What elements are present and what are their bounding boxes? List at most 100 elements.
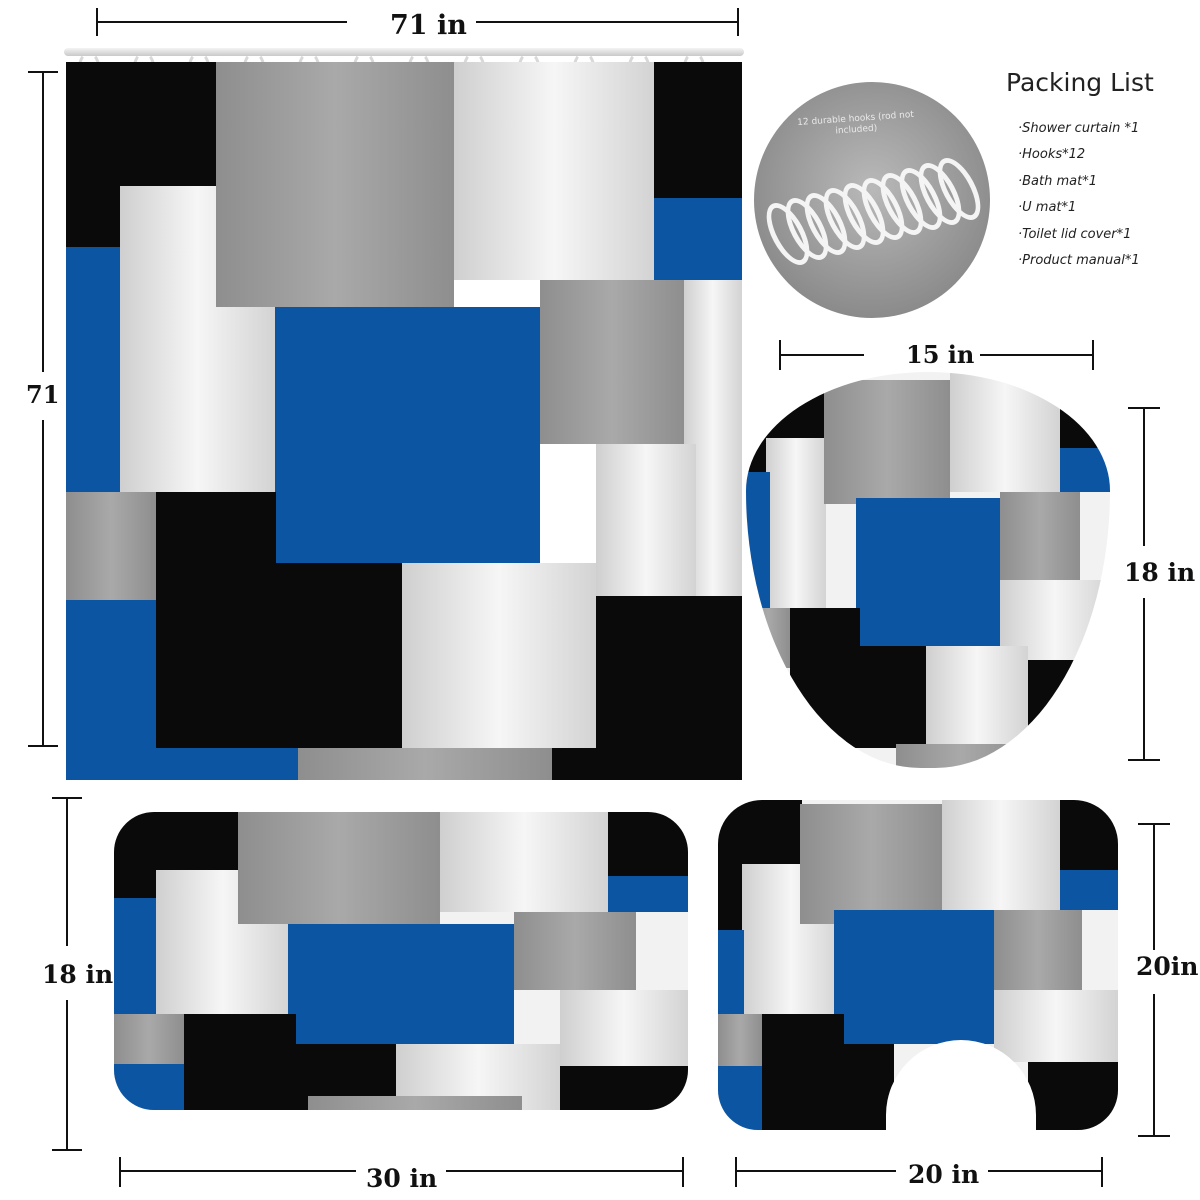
curtain-block-white [454,62,654,280]
bath-mat [114,812,688,1110]
umat-block-blue [834,910,994,1044]
packing-item: ·Hooks*12 [1018,147,1086,163]
bath-block-black [184,1014,296,1110]
lid-block-gray [1000,492,1080,580]
lid-block-white [926,646,1028,756]
packing-item: ·U mat*1 [1018,200,1077,216]
curtain-block-blue [654,198,742,280]
bath-block-black [608,812,688,876]
umat-block-blue [1060,870,1118,910]
umat-width-tick-right [1101,1157,1103,1187]
umat-block-white [942,800,1060,910]
lid-block-blue [746,472,770,608]
lid-block-black [846,646,926,748]
lid-height-line-bottom [1143,598,1145,760]
bath-height-tick-bottom [52,1149,82,1151]
lid-block-white [950,372,1060,492]
lid-width-tick-right [1092,340,1094,370]
bath-height-line-bottom [66,1000,68,1150]
lid-width-tick-left [779,340,781,370]
packing-item: ·Shower curtain *1 [1018,121,1140,136]
curtain-block-blue [66,247,122,492]
curtain-height-tick-top [28,71,58,73]
umat-height-line-top [1153,824,1155,950]
bath-width-line-right [446,1170,682,1172]
lid-block-gray [746,608,790,668]
bath-width-line-left [120,1170,356,1172]
lid-height-label: 18 in [1124,558,1196,587]
bath-block-gray [238,812,440,924]
lid-block-blue [1060,448,1110,492]
curtain-width-line-left [97,21,347,23]
curtain-rod [64,48,744,56]
umat-height-tick-top [1138,823,1170,825]
curtain-block-black [156,492,276,748]
umat-block-blue [718,1066,762,1130]
umat-block-gray [994,910,1082,990]
curtain-height-tick-bottom [28,745,58,747]
bath-height-tick-top [52,797,82,799]
umat-block-black [762,1014,844,1130]
umat-height-tick-bottom [1138,1135,1170,1137]
lid-block-gray [824,380,950,504]
umat-width-line-right [988,1170,1102,1172]
shower-curtain [66,62,742,780]
bath-height-label: 18 in [42,960,114,989]
curtain-block-white [596,444,696,596]
lid-height-tick-top [1128,407,1160,409]
curtain-width-tick-left [96,8,98,36]
bath-block-black [560,1066,688,1110]
umat-width-label: 20 in [908,1160,980,1189]
hooks-caption: 12 durable hooks (rod not included) [796,109,915,137]
curtain-block-gray [540,280,684,444]
curtain-block-white [402,563,596,748]
curtain-block-black [654,62,742,198]
curtain-width-label: 71 in [390,10,467,41]
bath-block-blue [608,876,688,912]
curtain-height-line-bottom [42,420,44,746]
lid-height-tick-bottom [1128,759,1160,761]
u-shaped-mat [718,800,1118,1130]
umat-width-tick-left [735,1157,737,1187]
bath-width-label: 30 in [366,1164,438,1193]
lid-width-label: 15 in [906,340,975,369]
curtain-block-blue [66,600,156,780]
bath-block-blue [288,924,514,1044]
umat-width-line-left [736,1170,896,1172]
bath-width-tick-left [119,1157,121,1187]
curtain-width-tick-right [737,8,739,36]
curtain-block-black [274,563,402,748]
umat-block-black [1028,1062,1118,1130]
curtain-block-blue [156,748,298,780]
umat-block-blue [718,930,744,1014]
bath-block-gray [308,1096,522,1110]
packing-item: ·Bath mat*1 [1018,173,1097,189]
curtain-block-gray [216,62,454,307]
toilet-lid-cover [746,372,1110,768]
lid-block-white [766,438,826,608]
bath-block-blue [114,1064,184,1110]
hooks-photo: 12 durable hooks (rod not included) [754,82,990,318]
umat-block-black [834,1044,894,1130]
lid-block-black [1060,372,1110,448]
umat-block-gray [718,1014,762,1066]
curtain-height-label: 71 [26,380,60,409]
umat-block-black [1060,800,1118,870]
umat-height-line-bottom [1153,994,1155,1136]
packing-item: ·Toilet lid cover*1 [1018,226,1132,242]
lid-block-gray [896,744,1026,768]
lid-block-blue [856,498,1000,646]
bath-height-line-top [66,798,68,946]
packing-list: ·Shower curtain *1 ·Hooks*12 ·Bath mat*1… [1018,116,1140,274]
packing-item: ·Product manual*1 [1018,252,1140,268]
bath-width-tick-right [682,1157,684,1187]
curtain-block-blue [275,307,540,563]
curtain-width-line-right [476,21,738,23]
bath-block-white [560,990,688,1066]
lid-block-black [1028,660,1110,730]
bath-block-blue [114,898,158,1014]
packing-list-title: Packing List [1006,68,1154,97]
curtain-block-gray [66,492,156,600]
umat-block-gray [800,804,942,924]
umat-block-white [994,990,1118,1062]
